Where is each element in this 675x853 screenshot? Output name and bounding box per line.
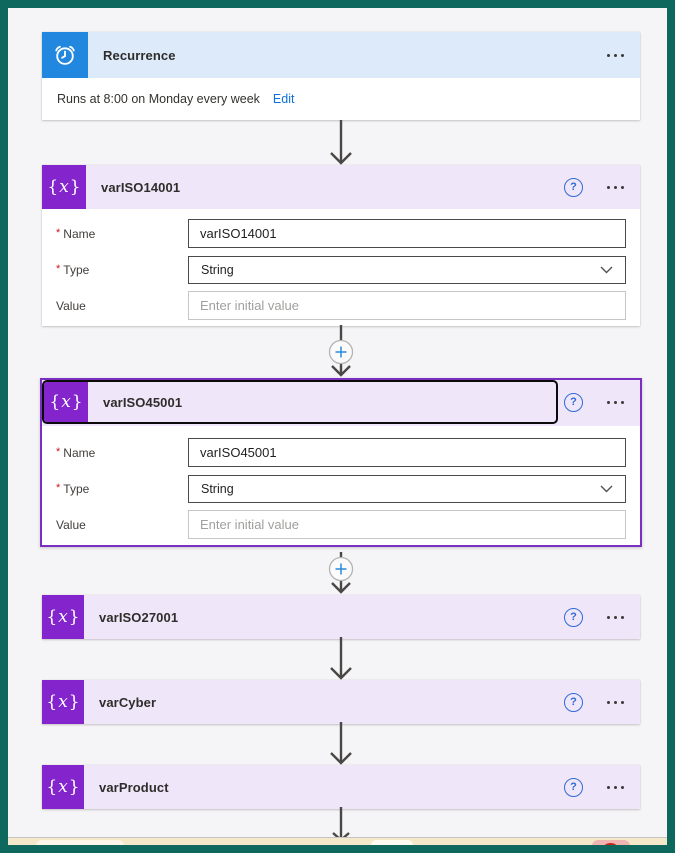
help-icon[interactable]: ?	[564, 392, 583, 412]
type-label: Type	[63, 263, 90, 277]
insert-step-connector-1[interactable]	[325, 325, 357, 378]
variable-icon: {x}	[42, 595, 84, 639]
action-card-varproduct[interactable]: {x} varProduct ?	[42, 765, 640, 809]
flow-designer-canvas[interactable]: Recurrence Runs at 8:00 on Monday every …	[8, 8, 667, 845]
variso27001-title: varISO27001	[99, 609, 179, 625]
variso27001-header[interactable]: {x} varISO27001 ?	[42, 595, 640, 639]
variable-icon: {x}	[42, 765, 84, 809]
taskbar-item[interactable]	[36, 840, 124, 845]
type-dropdown[interactable]: String	[188, 475, 626, 503]
name-input[interactable]	[188, 438, 626, 467]
chevron-down-icon	[600, 266, 613, 274]
more-menu-icon[interactable]	[607, 397, 624, 408]
action-card-varcyber[interactable]: {x} varCyber ?	[42, 680, 640, 724]
taskbar-item[interactable]	[371, 840, 413, 845]
value-label: Value	[56, 298, 86, 313]
help-icon[interactable]: ?	[564, 177, 583, 197]
recurrence-title: Recurrence	[103, 47, 176, 63]
type-label: Type	[63, 482, 90, 496]
connector-arrow-1	[325, 120, 357, 165]
variso14001-header[interactable]: {x} varISO14001 ?	[42, 165, 640, 209]
action-card-variso14001[interactable]: {x} varISO14001 ? *Name *Type String	[42, 165, 640, 326]
required-marker: *	[56, 445, 61, 458]
connector-arrow-3	[325, 722, 357, 765]
insert-step-connector-2[interactable]	[325, 552, 357, 595]
more-menu-icon[interactable]	[607, 612, 624, 623]
taskbar-item-badge[interactable]	[592, 840, 630, 845]
variable-icon: {x}	[44, 382, 88, 422]
connector-arrow-2	[325, 637, 357, 680]
varcyber-header[interactable]: {x} varCyber ?	[42, 680, 640, 724]
value-input[interactable]	[188, 291, 626, 320]
help-icon[interactable]: ?	[564, 607, 583, 627]
action-card-variso27001[interactable]: {x} varISO27001 ?	[42, 595, 640, 639]
connector-arrow-4	[325, 807, 357, 838]
recurrence-summary: Runs at 8:00 on Monday every week	[57, 92, 260, 106]
variso45001-focus-outline[interactable]: {x} varISO45001	[42, 380, 558, 424]
variso45001-title: varISO45001	[103, 394, 183, 410]
varcyber-title: varCyber	[99, 694, 157, 710]
name-label: Name	[63, 226, 96, 241]
recurrence-card-header[interactable]: Recurrence	[42, 32, 640, 78]
variable-icon: {x}	[42, 680, 84, 724]
variso45001-header[interactable]: {x} varISO45001 ?	[42, 380, 640, 426]
variso14001-title: varISO14001	[101, 179, 181, 195]
notification-dot	[603, 843, 618, 845]
required-marker: *	[56, 226, 61, 239]
help-icon[interactable]: ?	[564, 777, 583, 797]
recurrence-more-menu-icon[interactable]	[607, 50, 624, 61]
action-card-variso45001-selected[interactable]: {x} varISO45001 ? *Name *Type String	[40, 378, 642, 547]
required-marker: *	[56, 482, 61, 494]
type-dropdown-value: String	[201, 263, 234, 277]
name-input[interactable]	[188, 219, 626, 248]
chevron-down-icon	[600, 485, 613, 493]
more-menu-icon[interactable]	[607, 782, 624, 793]
taskbar-strip	[8, 837, 667, 845]
type-dropdown-value: String	[201, 482, 234, 496]
varproduct-title: varProduct	[99, 779, 169, 795]
help-icon[interactable]: ?	[564, 692, 583, 712]
recurrence-card[interactable]: Recurrence Runs at 8:00 on Monday every …	[42, 32, 640, 120]
required-marker: *	[56, 263, 61, 275]
value-label: Value	[56, 517, 86, 532]
more-menu-icon[interactable]	[607, 697, 624, 708]
recurrence-edit-link[interactable]: Edit	[272, 92, 295, 106]
name-label: Name	[63, 445, 96, 460]
more-menu-icon[interactable]	[607, 182, 624, 193]
varproduct-header[interactable]: {x} varProduct ?	[42, 765, 640, 809]
variable-icon: {x}	[42, 165, 86, 209]
value-input[interactable]	[188, 510, 626, 539]
type-dropdown[interactable]: String	[188, 256, 626, 284]
recurrence-icon	[42, 32, 88, 78]
